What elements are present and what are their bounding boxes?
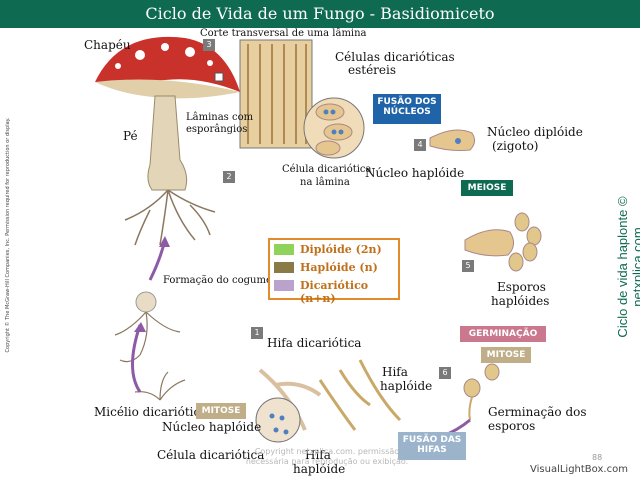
germinating-spores <box>463 363 500 421</box>
fusao-hifas-line-2: HIFAS <box>417 445 447 455</box>
zygote-cell <box>429 129 476 151</box>
mycelium-roots <box>124 189 216 246</box>
mitose-left-box: MITOSE <box>196 403 246 419</box>
mycelium <box>134 371 186 401</box>
label-chapeu: Chapéu <box>84 38 131 52</box>
legend-item-diploide: Diplóide (2n) <box>274 243 394 257</box>
legend-item-dicariotico: Dicariótico (n+n) <box>274 279 394 305</box>
label-nucleo-haploide-top: Núcleo haplóide <box>365 166 465 180</box>
fusao-hifas-line-1: FUSÃO DAS <box>402 435 462 445</box>
label-laminas-2: esporângios <box>186 124 248 135</box>
watermark-line-1: Copyright netxplica.com. permissão <box>254 447 400 456</box>
label-hifa-dicariotica: Hifa dicariótica <box>267 336 362 350</box>
mitose-right-box: MITOSE <box>481 347 531 363</box>
label-corte: Corte transversal de uma lâmina <box>200 28 367 39</box>
label-formacao: Formação do cogumelo <box>163 275 282 286</box>
label-nucleo-diploide-1: Núcleo diplóide <box>487 125 583 139</box>
legend-swatch-dicariotico <box>274 280 294 291</box>
mushroom-primordium <box>135 291 157 313</box>
page-number: 88 <box>592 453 603 462</box>
label-celula-lamina-1: Célula dicariótica <box>282 164 372 175</box>
label-germinacao-2: esporos <box>488 419 536 433</box>
label-micelio: Micélio dicariótico <box>94 405 208 419</box>
label-celulas-1: Células dicarióticas <box>335 50 455 64</box>
footer-brand[interactable]: VisualLightBox.com <box>530 464 628 475</box>
label-celula-lamina-2: na lâmina <box>300 177 350 188</box>
fusao-nucleos-box: FUSÃO DOS NÚCLEOS <box>373 94 441 124</box>
legend-label-diploide: Diplóide (2n) <box>300 243 382 256</box>
legend-swatch-diploide <box>274 244 294 255</box>
gills <box>95 79 240 99</box>
copyright-side-text: Copyright © The McGraw-Hill Companies, I… <box>5 117 11 353</box>
label-esporos-2: haplóides <box>491 294 550 308</box>
basidium <box>464 229 514 257</box>
step-4-marker: 4 <box>414 139 426 151</box>
label-hifa-haploide-2: haplóide <box>380 379 433 393</box>
label-hifa-haploide-bottom-2: haplóide <box>293 462 346 476</box>
legend-swatch-haploide <box>274 262 294 273</box>
label-hifa-haploide-bottom-1: Hifa <box>305 448 331 462</box>
step-5-marker: 5 <box>462 260 474 272</box>
fusao-nucleos-line-2: NÚCLEOS <box>383 107 431 117</box>
gill-section <box>239 39 313 149</box>
haploid-hyphae <box>318 359 402 431</box>
step-6-marker: 6 <box>439 367 451 379</box>
stipe <box>147 95 188 191</box>
label-nucleo-haploide-bottom: Núcleo haplóide <box>162 420 262 434</box>
fusao-nucleos-line-1: FUSÃO DOS <box>377 97 437 107</box>
label-hifa-haploide-1: Hifa <box>382 365 408 379</box>
legend-label-haploide: Haplóide (n) <box>300 261 378 274</box>
legend-item-haploide: Haplóide (n) <box>274 261 394 275</box>
ploidy-legend: Diplóide (2n) Haplóide (n) Dicariótico (… <box>268 238 400 305</box>
label-nucleo-diploide-2: (zigoto) <box>492 139 539 153</box>
watermark: Copyright netxplica.com. permissão neces… <box>232 447 422 467</box>
label-pe: Pé <box>123 129 138 143</box>
dikaryotic-hyphae <box>258 368 322 431</box>
label-laminas-1: Lâminas com <box>186 112 254 123</box>
step-3-marker: 3 <box>203 39 215 51</box>
life-cycle-illustration <box>95 36 542 443</box>
label-celula-dicariotica: Célula dicariótica <box>157 448 265 462</box>
label-celulas-2: estéreis <box>348 63 397 77</box>
watermark-line-2: necessária para reprodução ou exibição. <box>245 457 409 466</box>
label-germinacao-1: Germinação dos <box>488 405 587 419</box>
page-title: Ciclo de Vida de um Fungo - Basidiomicet… <box>0 0 640 28</box>
label-esporos-1: Esporos <box>497 280 546 294</box>
germinacao-box: GERMINAÇÃO <box>460 326 546 342</box>
meiose-box: MEIOSE <box>461 180 513 196</box>
step-1-marker: 1 <box>251 327 263 339</box>
netxplica-side-text: Ciclo de vida haplonte © netxplica.com <box>615 196 640 338</box>
step-2-marker: 2 <box>223 171 235 183</box>
legend-label-dicariotico: Dicariótico (n+n) <box>300 279 369 305</box>
fusao-hifas-box: FUSÃO DAS HIFAS <box>398 432 466 460</box>
